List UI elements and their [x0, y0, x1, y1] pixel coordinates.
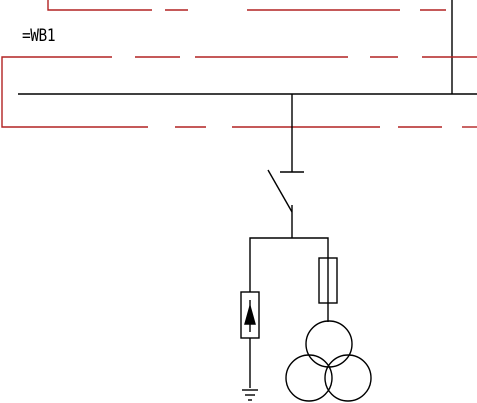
bay-label: =WB1	[22, 26, 56, 46]
fuse	[318, 257, 338, 322]
upper-enclosure-outline	[47, 0, 446, 11]
disconnector-switch	[267, 94, 304, 238]
surge-arrester	[240, 291, 260, 388]
earth-ground-icon	[242, 389, 258, 401]
three-winding-transformer	[285, 320, 372, 402]
branch-connection	[249, 237, 329, 292]
bay-enclosure-outline	[1, 56, 477, 128]
